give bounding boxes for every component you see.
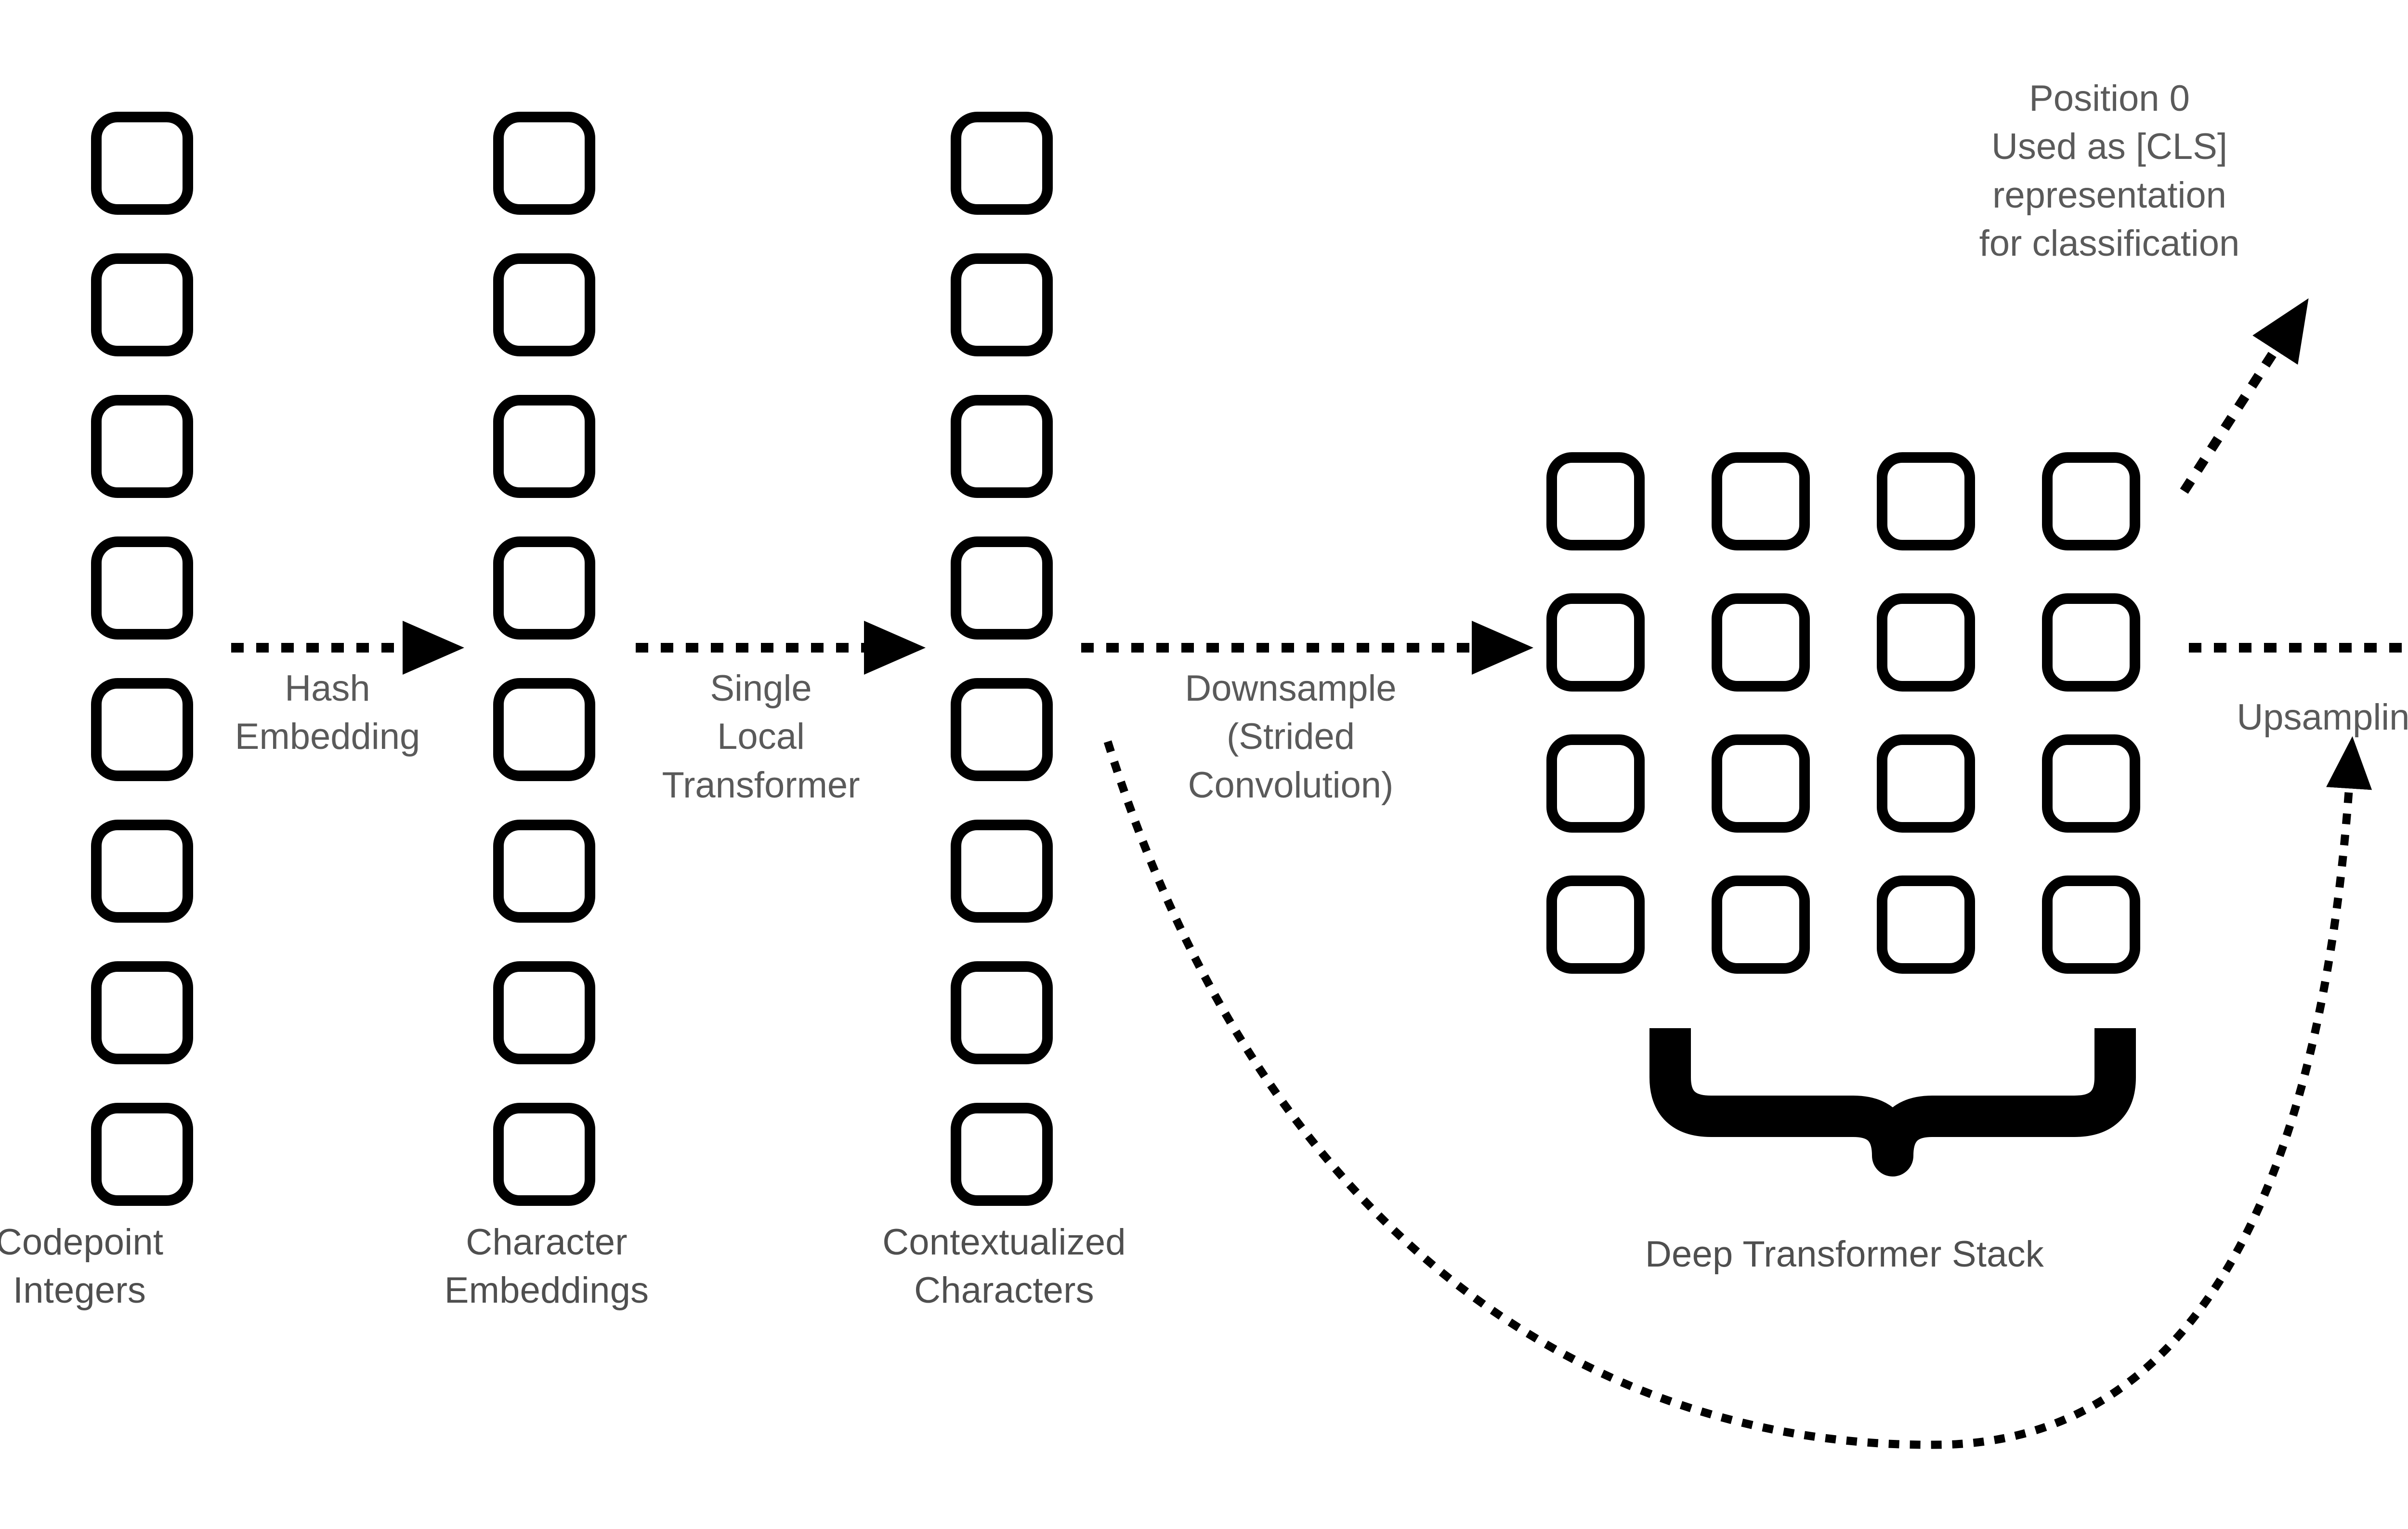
column-deep-transformer-stack (1546, 452, 2140, 974)
cell-box[interactable] (91, 395, 193, 498)
cell-box[interactable] (2042, 876, 2140, 974)
label-hash-embedding: Hash Embedding (235, 668, 420, 758)
cell-box[interactable] (493, 820, 595, 923)
cell-box[interactable] (1546, 876, 1645, 974)
cell-box[interactable] (1877, 734, 1975, 833)
cell-box[interactable] (91, 820, 193, 923)
caption-contextualized-characters: Contextualized Characters (882, 1222, 1126, 1311)
cell-box[interactable] (91, 678, 193, 781)
cell-box[interactable] (2042, 593, 2140, 692)
arrow-cls-callout-icon (2180, 298, 2309, 494)
column-codepoint-integers (91, 112, 193, 1206)
caption-deep-transformer-stack: Deep Transformer Stack (1645, 1234, 2044, 1275)
cell-box[interactable] (1712, 876, 1810, 974)
cell-box[interactable] (493, 678, 595, 781)
cell-box[interactable] (951, 1103, 1053, 1206)
cell-box[interactable] (2042, 452, 2140, 550)
cell-box[interactable] (91, 961, 193, 1064)
cell-box[interactable] (951, 112, 1053, 215)
caption-character-embeddings: Character Embeddings (444, 1222, 649, 1311)
label-cls-callout: Position 0 Used as [CLS] representation … (1979, 78, 2240, 264)
cell-box[interactable] (493, 395, 595, 498)
cell-box[interactable] (91, 1103, 193, 1206)
deep-stack-brace-icon (1649, 1028, 2136, 1176)
cell-box[interactable] (1877, 876, 1975, 974)
label-downsample: Downsample (Strided Convolution) (1185, 668, 1397, 806)
cell-box[interactable] (493, 112, 595, 215)
cell-box[interactable] (1546, 593, 1645, 692)
cell-box[interactable] (1877, 452, 1975, 550)
cell-box[interactable] (951, 395, 1053, 498)
cell-box[interactable] (1712, 734, 1810, 833)
cell-box[interactable] (951, 678, 1053, 781)
cell-box[interactable] (1712, 593, 1810, 692)
cell-box[interactable] (951, 961, 1053, 1064)
cell-box[interactable] (1712, 452, 1810, 550)
cell-box[interactable] (91, 253, 193, 356)
cell-box[interactable] (1546, 452, 1645, 550)
column-contextualized-characters (951, 112, 1053, 1206)
cell-box[interactable] (951, 536, 1053, 640)
cell-box[interactable] (1877, 593, 1975, 692)
cell-box[interactable] (91, 112, 193, 215)
label-upsampling: Upsampling (2237, 697, 2408, 738)
caption-codepoint-integers: Codepoint Integers (0, 1222, 164, 1311)
arrow-residual-skip-icon (1103, 736, 2372, 1449)
cell-box[interactable] (951, 820, 1053, 923)
cell-box[interactable] (91, 536, 193, 640)
cell-box[interactable] (951, 253, 1053, 356)
cell-box[interactable] (2042, 734, 2140, 833)
cell-box[interactable] (1546, 734, 1645, 833)
cell-box[interactable] (493, 1103, 595, 1206)
cell-box[interactable] (493, 536, 595, 640)
cell-box[interactable] (493, 961, 595, 1064)
column-character-embeddings (493, 112, 595, 1206)
cell-box[interactable] (493, 253, 595, 356)
label-single-local-transformer: Single Local Transformer (662, 668, 860, 806)
